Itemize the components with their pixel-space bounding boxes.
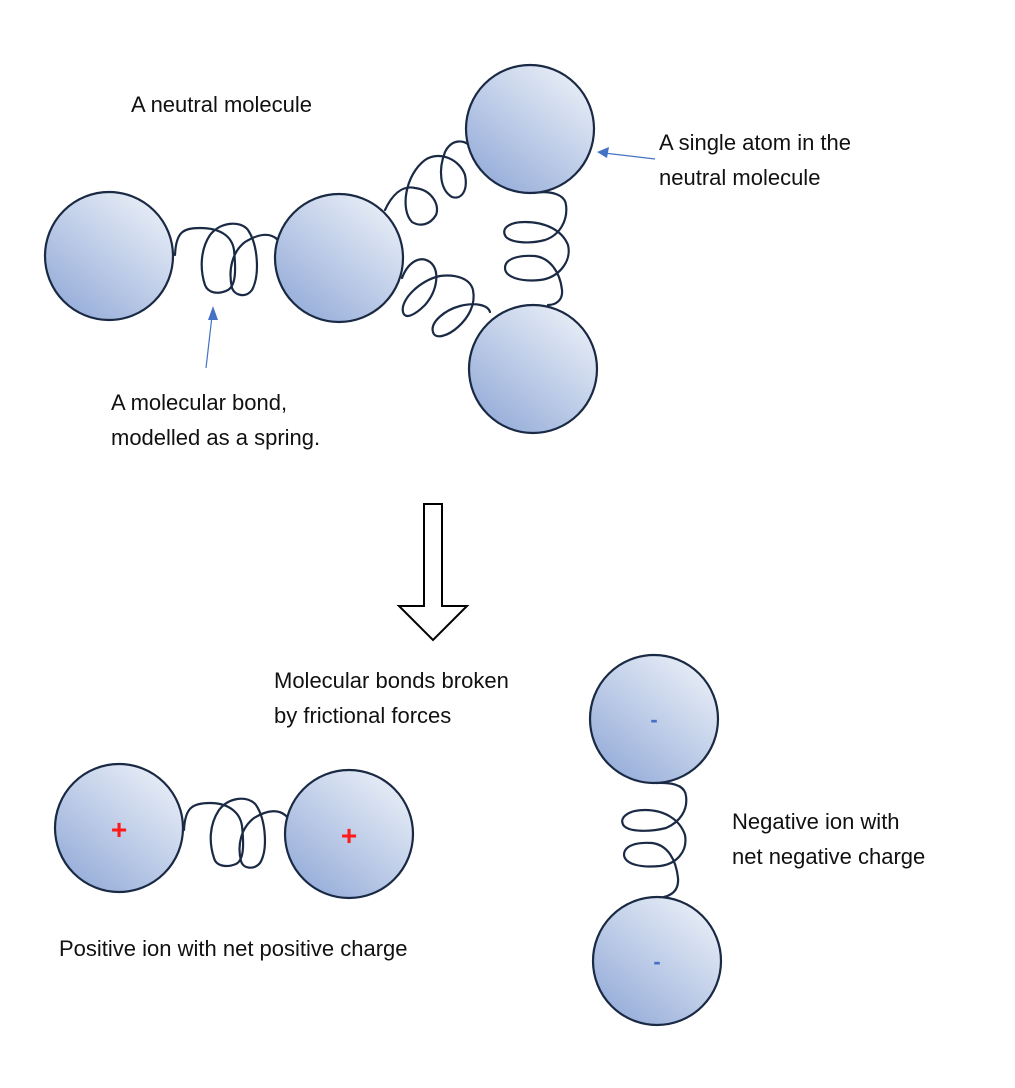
atom-top-right	[464, 63, 596, 195]
bond-spring-right	[503, 191, 570, 307]
bond-pointer-arrowhead-icon	[208, 306, 218, 320]
bonds-broken-label-line2: by frictional forces	[274, 703, 451, 728]
bond-spring-left	[173, 222, 280, 297]
atom-pointer-line	[603, 152, 656, 160]
negative-charge-top: -	[650, 707, 657, 732]
positive-charge-right: +	[341, 820, 357, 851]
down-arrow-icon	[396, 503, 470, 642]
positive-ion-label: Positive ion with net positive charge	[59, 936, 408, 961]
single-atom-label-line1: A single atom in the	[659, 130, 851, 155]
bonds-broken-label-line1: Molecular bonds broken	[274, 668, 509, 693]
bond-spring-lower-right	[400, 258, 492, 338]
atom-left	[43, 190, 175, 322]
positive-atom-left	[53, 762, 185, 894]
atom-bottom-right	[467, 303, 599, 435]
positive-atom-right	[283, 768, 415, 900]
positive-ion-bond-spring	[182, 797, 290, 869]
single-atom-label-line2: neutral molecule	[659, 165, 820, 190]
bond-label-line2: modelled as a spring.	[111, 425, 320, 450]
negative-atom-bottom	[591, 895, 723, 1027]
negative-atom-top	[588, 653, 720, 785]
negative-charge-bottom: -	[653, 949, 660, 974]
negative-ion-label-line1: Negative ion with	[732, 809, 900, 834]
negative-ion-label-line2: net negative charge	[732, 844, 925, 869]
atom-center	[273, 192, 405, 324]
positive-charge-left: +	[111, 814, 127, 845]
negative-ion-bond-spring	[621, 781, 688, 899]
neutral-molecule-label: A neutral molecule	[131, 92, 312, 117]
bond-label-line1: A molecular bond,	[111, 390, 287, 415]
bond-spring-upper-right	[383, 140, 472, 226]
bond-pointer-line	[205, 315, 213, 369]
atom-pointer-arrowhead-icon	[597, 147, 609, 158]
